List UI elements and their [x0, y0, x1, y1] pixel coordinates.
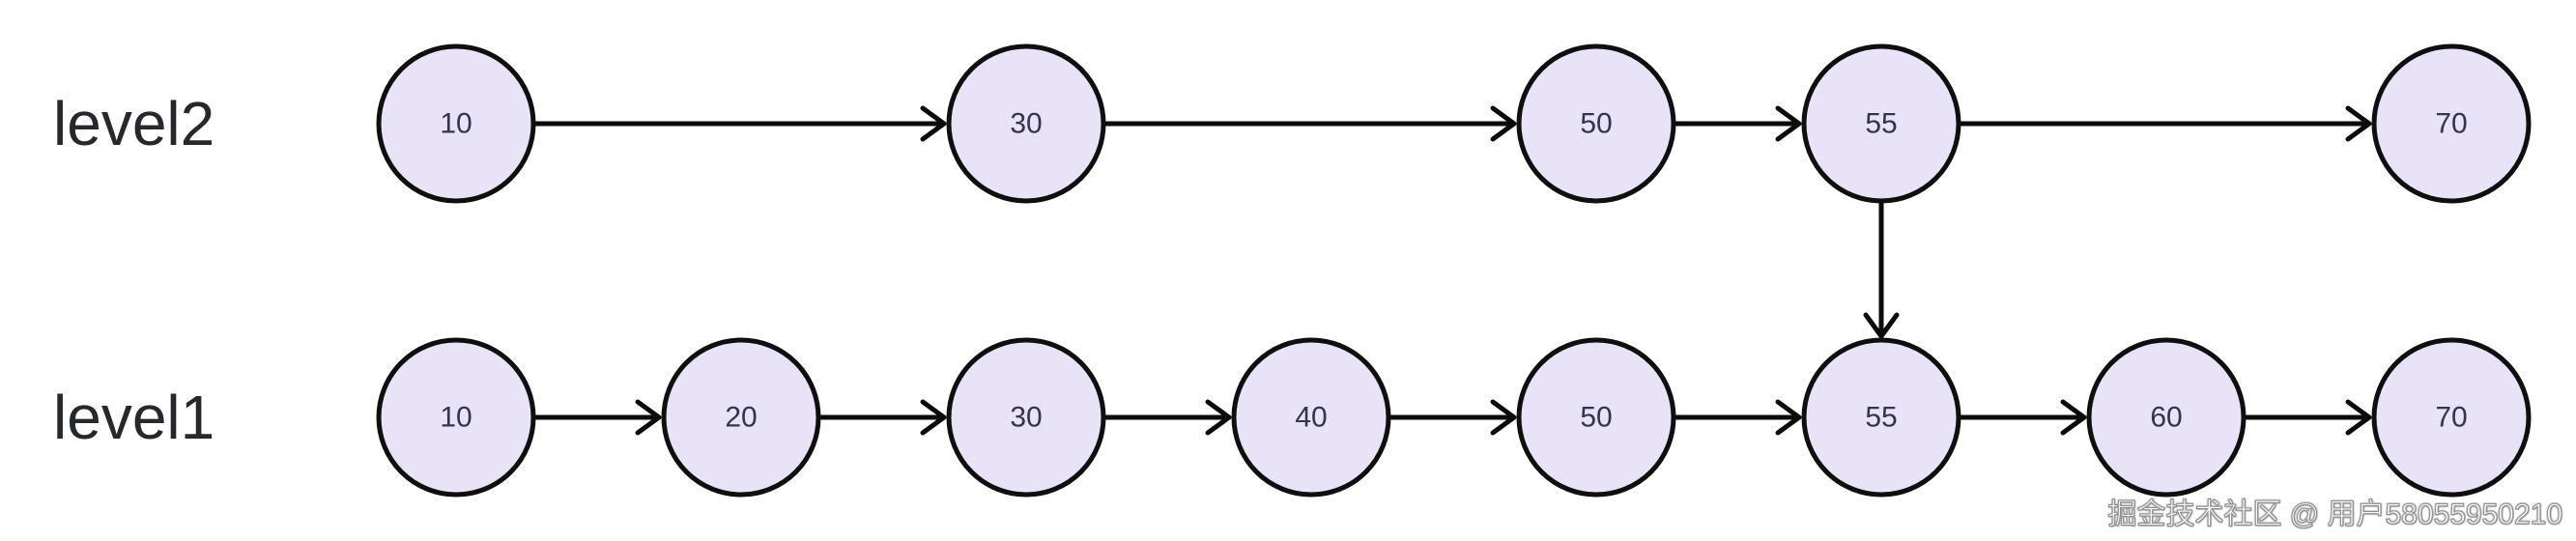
- watermark: 掘金技术社区 @ 用户58055950210: [2107, 498, 2563, 530]
- arrowhead-right-icon: [920, 105, 947, 142]
- level-label-level2: level2: [53, 89, 215, 158]
- node-value-level1-20: 20: [725, 402, 757, 434]
- arrowhead-right-icon: [1775, 105, 1802, 142]
- arrowhead-right-icon: [1490, 399, 1517, 436]
- node-value-level1-10: 10: [440, 402, 472, 434]
- node-circle-level1-50: [1516, 337, 1676, 498]
- arrowhead-right-icon: [1490, 105, 1517, 142]
- level-label-level1: level1: [53, 383, 215, 452]
- arrowhead-right-icon: [1775, 399, 1802, 436]
- node-circle-level1-20: [661, 337, 821, 498]
- arrowhead-down-icon: [1863, 312, 1900, 339]
- node-circle-level2-10: [376, 43, 536, 204]
- node-value-level1-30: 30: [1010, 402, 1042, 434]
- node-circle-level2-30: [946, 43, 1106, 204]
- arrowhead-right-icon: [635, 399, 662, 436]
- node-value-level2-50: 50: [1580, 108, 1612, 140]
- node-circle-level1-60: [2086, 337, 2247, 498]
- arrowhead-right-icon: [1205, 399, 1232, 436]
- node-value-level1-70: 70: [2435, 402, 2467, 434]
- node-value-level2-70: 70: [2435, 108, 2467, 140]
- node-value-level2-10: 10: [440, 108, 472, 140]
- node-circle-level1-30: [946, 337, 1106, 498]
- node-circle-level2-50: [1516, 43, 1676, 204]
- node-circle-level2-70: [2371, 43, 2532, 204]
- node-value-level1-55: 55: [1865, 402, 1897, 434]
- arrowhead-right-icon: [2345, 399, 2372, 436]
- node-circle-level1-70: [2371, 337, 2532, 498]
- node-value-level2-55: 55: [1865, 108, 1897, 140]
- arrowhead-right-icon: [2060, 399, 2087, 436]
- node-value-level1-50: 50: [1580, 402, 1612, 434]
- arrowhead-right-icon: [920, 399, 947, 436]
- node-circle-level1-40: [1231, 337, 1391, 498]
- arrowhead-right-icon: [2345, 105, 2372, 142]
- node-circle-level1-55: [1801, 337, 1961, 498]
- node-value-level1-60: 60: [2150, 402, 2182, 434]
- node-circle-level1-10: [376, 337, 536, 498]
- node-value-level2-30: 30: [1010, 108, 1042, 140]
- node-value-level1-40: 40: [1295, 402, 1327, 434]
